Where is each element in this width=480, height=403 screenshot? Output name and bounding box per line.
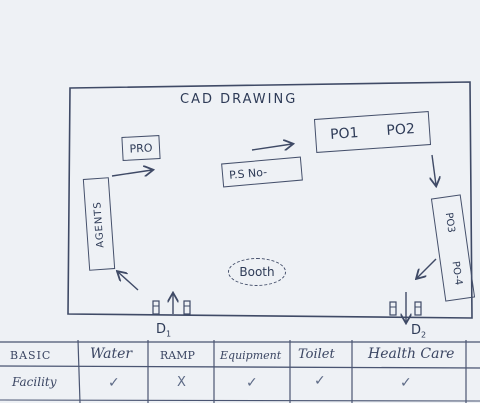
booth-label: Booth	[239, 265, 275, 279]
door-d1-subscript: 1	[166, 329, 172, 339]
row-header-basic: BASIC	[10, 349, 52, 362]
column-header-toilet: Toilet	[298, 347, 335, 362]
column-header-equipment: Equipment	[220, 349, 282, 362]
column-header-health-care: Health Care	[368, 346, 455, 362]
ps-no-label: P.S No-	[228, 165, 268, 182]
column-header-ramp: RAMP	[160, 349, 195, 362]
equipment-status: ✓	[246, 375, 258, 391]
po3-label: PO3	[442, 211, 457, 234]
health-care-status: ✓	[400, 375, 412, 391]
door-d2-subscript: 2	[421, 330, 427, 340]
ramp-status: X	[177, 375, 186, 390]
pro-box: PRO	[121, 135, 161, 161]
row-header-facility: Facility	[12, 375, 57, 389]
agents-label: AGENTS	[91, 200, 107, 248]
water-status: ✓	[108, 375, 120, 391]
pro-label: PRO	[129, 140, 153, 156]
po1-label: PO1	[329, 125, 360, 143]
door-d1-label: D1	[156, 322, 171, 339]
po4-label: PO-4	[449, 260, 464, 286]
door-d2-letter: D	[411, 323, 422, 338]
po2-label: PO2	[385, 121, 416, 139]
column-header-water: Water	[90, 346, 133, 362]
toilet-status: ✓	[314, 373, 326, 389]
drawing-title: CAD DRAWING	[180, 92, 298, 107]
booth-oval: Booth	[228, 258, 286, 286]
door-d1-letter: D	[156, 322, 167, 337]
door-d2-label: D2	[411, 323, 426, 340]
